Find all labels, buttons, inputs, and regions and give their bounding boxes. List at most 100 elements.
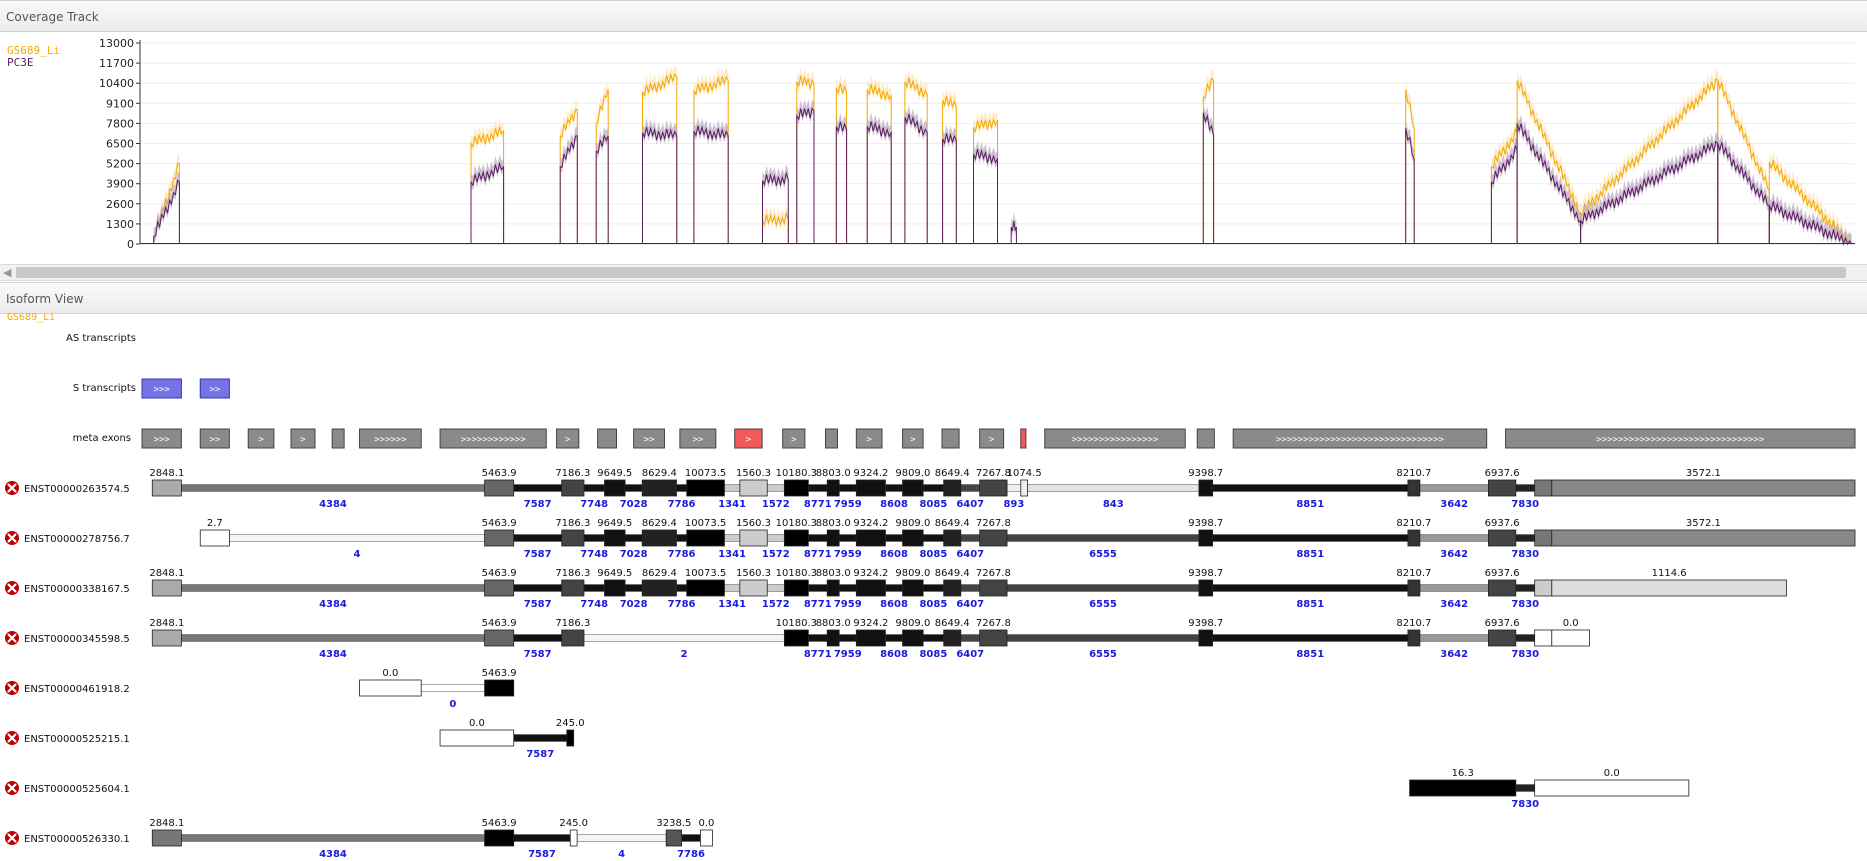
intron-junction-count: 3642 xyxy=(1440,549,1468,560)
meta-exon-box xyxy=(679,428,717,449)
coverage-line xyxy=(153,179,180,244)
coverage-scrollbar[interactable]: ◀ xyxy=(0,264,1867,281)
exon-coverage-value: 9649.5 xyxy=(597,518,632,529)
remove-transcript-icon[interactable] xyxy=(5,831,19,845)
intron-junction-count: 6407 xyxy=(956,649,984,660)
intron xyxy=(960,484,980,492)
meta-exon-box xyxy=(734,428,763,449)
meta-exon-arrows: > xyxy=(565,435,571,445)
exon xyxy=(641,529,677,547)
intron xyxy=(922,534,944,542)
remove-transcript-icon[interactable] xyxy=(5,581,19,595)
meta-exon-box xyxy=(1044,428,1186,449)
exon-coverage-value: 0.0 xyxy=(698,818,714,829)
exon-coverage-value: 7186.3 xyxy=(555,518,590,529)
meta-exon: > xyxy=(734,428,763,449)
remove-transcript-icon[interactable] xyxy=(5,531,19,545)
isoform-view-title: Isoform View xyxy=(6,292,84,306)
series-pc3e xyxy=(140,99,1855,246)
meta-exon: > xyxy=(556,428,580,449)
exon xyxy=(1488,529,1517,547)
coverage-band xyxy=(973,110,998,137)
scroll-left-arrow-icon[interactable]: ◀ xyxy=(3,266,12,279)
exon-coverage-value: 1560.3 xyxy=(736,468,771,479)
transcript-id: ENST00000461918.2 xyxy=(24,684,130,695)
exon xyxy=(1198,529,1214,547)
exon-coverage-value: 2848.1 xyxy=(149,818,184,829)
meta-exon: > xyxy=(247,428,275,449)
meta-exon-box xyxy=(1196,428,1215,449)
exon-coverage-value: 2848.1 xyxy=(149,568,184,579)
intron-junction-count: 8771 xyxy=(804,549,832,560)
exon-coverage-value: 0.0 xyxy=(469,718,485,729)
remove-transcript-icon[interactable] xyxy=(5,681,19,695)
exon-coverage-value: 5463.9 xyxy=(482,668,517,679)
transcript-id: ENST00000525215.1 xyxy=(24,734,130,745)
intron-junction-count: 3642 xyxy=(1440,649,1468,660)
remove-transcript-icon[interactable] xyxy=(5,631,19,645)
exon-coverage-value: 0.0 xyxy=(1604,768,1620,779)
exon-coverage-value: 5463.9 xyxy=(482,818,517,829)
remove-transcript-icon[interactable] xyxy=(5,731,19,745)
exon xyxy=(484,629,515,647)
intron-junction-count: 1572 xyxy=(762,499,790,510)
exon xyxy=(484,579,515,597)
exon xyxy=(561,629,585,647)
s-transcript: >> xyxy=(199,378,230,399)
y-tick-label: 13000 xyxy=(99,37,134,50)
exon-coverage-value: 2848.1 xyxy=(149,618,184,629)
coverage-chart: GS689_LiPC3E1300011700104009100780065005… xyxy=(7,37,1855,251)
transcript-id: ENST00000525604.1 xyxy=(24,784,130,795)
intron xyxy=(808,634,828,642)
coverage-line xyxy=(904,113,928,244)
exon-coverage-value: 9649.5 xyxy=(597,568,632,579)
intron xyxy=(808,584,828,592)
intron-junction-count: 7587 xyxy=(524,549,552,560)
exon-coverage-value: 8649.4 xyxy=(935,618,970,629)
meta-exon-box xyxy=(1232,428,1488,449)
exon-coverage-value: 5463.9 xyxy=(482,618,517,629)
intron-junction-count: 1572 xyxy=(762,549,790,560)
intron-junction-count: 6407 xyxy=(956,599,984,610)
meta-exon-arrows: >>>>>>>>>>>> xyxy=(461,435,527,445)
intron-junction-count: 8085 xyxy=(919,499,947,510)
intron-junction-count: 8771 xyxy=(804,499,832,510)
intron xyxy=(1006,634,1200,642)
meta-exon-box xyxy=(556,428,580,449)
meta-exon: >>> xyxy=(141,428,182,449)
intron xyxy=(1212,484,1409,492)
intron-junction-count: 7959 xyxy=(834,649,862,660)
intron xyxy=(1419,534,1489,542)
exon-coverage-value: 8803.0 xyxy=(816,568,851,579)
scroll-thumb[interactable] xyxy=(16,267,1846,278)
meta-exon-arrows: > xyxy=(989,435,995,445)
intron-junction-count: 7830 xyxy=(1511,649,1539,660)
meta-exon-box xyxy=(290,428,316,449)
remove-transcript-icon[interactable] xyxy=(5,781,19,795)
remove-transcript-icon[interactable] xyxy=(5,481,19,495)
coverage-line xyxy=(942,132,957,244)
exon xyxy=(855,479,886,497)
exon xyxy=(1534,629,1553,647)
meta-exon xyxy=(597,428,618,449)
exon-coverage-value: 9398.7 xyxy=(1188,518,1223,529)
exon-coverage-value: 6937.6 xyxy=(1485,618,1520,629)
transcript-id: ENST00000263574.5 xyxy=(24,484,130,495)
y-tick-label: 3900 xyxy=(106,178,134,191)
meta-exon: >>>>>>>>>>>> xyxy=(439,428,547,449)
exon-coverage-value: 5463.9 xyxy=(482,518,517,529)
exon-coverage-value: 7267.8 xyxy=(976,518,1011,529)
remove-icon-x xyxy=(7,483,17,493)
exon xyxy=(855,529,886,547)
exon xyxy=(943,579,962,597)
meta-exon xyxy=(1196,428,1215,449)
isoform-view-header: Isoform View xyxy=(0,282,1867,314)
meta-exon-arrows: > xyxy=(866,435,872,445)
remove-icon-x xyxy=(7,783,17,793)
intron xyxy=(576,834,667,842)
intron-junction-count: 2 xyxy=(681,649,688,660)
exon-coverage-value: 10180.3 xyxy=(776,468,817,479)
